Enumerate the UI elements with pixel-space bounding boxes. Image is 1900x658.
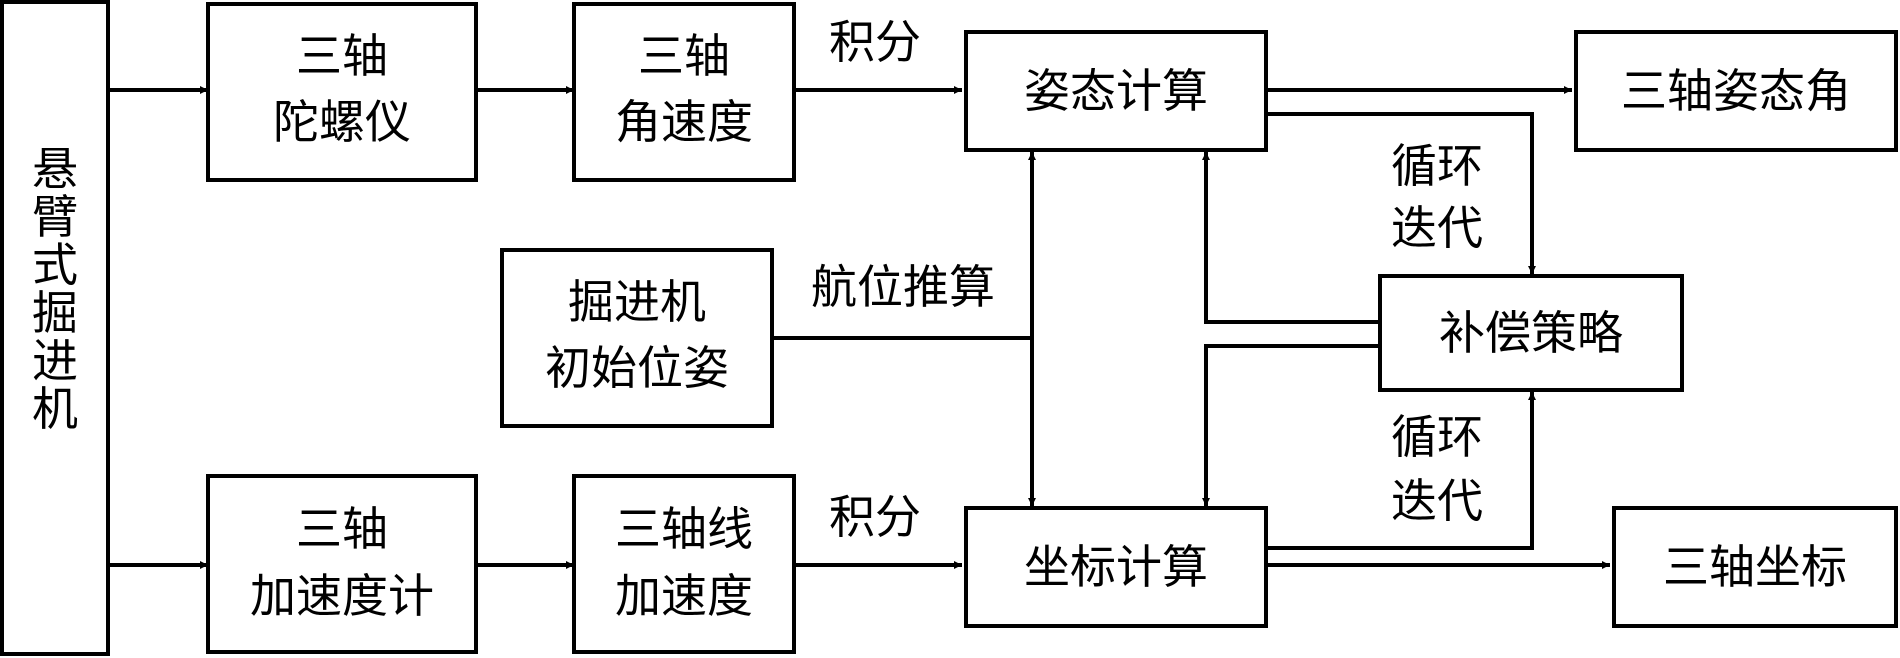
- node-initial-pose-line-2: 初始位姿: [545, 341, 729, 395]
- node-angular-rate-line-2: 角速度: [615, 95, 753, 149]
- node-accelerometer-box: [206, 474, 478, 654]
- node-linear-accel: 三轴线 加速度: [572, 474, 796, 654]
- node-coord-calc-label: 坐标计算: [1024, 540, 1208, 594]
- node-angular-rate-line-1: 三轴: [638, 29, 730, 83]
- node-attitude-angle-box: [1574, 30, 1898, 152]
- node-compensation-label: 补偿策略: [1439, 306, 1623, 360]
- node-linear-accel-box: [572, 474, 796, 654]
- node-machine-char-5: 进: [32, 334, 78, 388]
- node-compensation: 补偿策略: [1378, 274, 1684, 392]
- node-accelerometer-line-2: 加速度计: [250, 569, 434, 623]
- label-integrate-top: 积分: [829, 15, 921, 69]
- node-initial-pose-box: [500, 248, 774, 428]
- node-gyro-line-2: 陀螺仪: [273, 95, 411, 149]
- node-attitude-calc-label: 姿态计算: [1024, 64, 1208, 118]
- node-attitude-calc-box: [964, 30, 1268, 152]
- arrow-compensation-to-attitude: [1202, 152, 1380, 324]
- arrow-compensation-to-coordinate: [1202, 344, 1380, 506]
- node-machine-char-3: 式: [32, 238, 78, 292]
- node-gyro-box: [206, 2, 478, 182]
- node-coord-out-box: [1612, 506, 1898, 628]
- label-loop-iter-bottom-2: 迭代: [1391, 474, 1483, 528]
- node-angular-rate: 三轴 角速度: [572, 2, 796, 182]
- node-gyro: 三轴 陀螺仪: [206, 2, 478, 182]
- node-compensation-box: [1378, 274, 1684, 392]
- label-loop-iter-bottom-1: 循环: [1391, 410, 1483, 464]
- node-linear-accel-line-1: 三轴线: [615, 502, 753, 556]
- node-coord-out-label: 三轴坐标: [1663, 540, 1847, 594]
- edge-labels: 积分 积分 航位推算 循环 迭代 循环 迭代: [811, 15, 1483, 544]
- node-attitude-angle: 三轴姿态角: [1574, 30, 1898, 152]
- node-gyro-line-1: 三轴: [296, 29, 388, 83]
- connectors: [108, 86, 1610, 569]
- label-dead-reckoning: 航位推算: [811, 260, 995, 314]
- node-machine-box: [0, 0, 110, 656]
- node-machine-char-1: 悬: [32, 142, 78, 196]
- label-integrate-bottom: 积分: [829, 490, 921, 544]
- node-machine-char-4: 掘: [32, 286, 78, 340]
- node-machine-char-2: 臂: [32, 190, 78, 244]
- node-coord-calc-box: [964, 506, 1268, 628]
- node-accelerometer: 三轴 加速度计: [206, 474, 478, 654]
- node-machine: 悬 臂 式 掘 进 机: [0, 0, 110, 656]
- arrow-attitude-to-compensation: [1266, 112, 1536, 274]
- label-loop-iter-top-1: 循环: [1391, 139, 1483, 193]
- node-coord-calc: 坐标计算: [964, 506, 1268, 628]
- node-machine-char-6: 机: [32, 382, 78, 436]
- node-coord-out: 三轴坐标: [1612, 506, 1898, 628]
- node-accelerometer-line-1: 三轴: [296, 502, 388, 556]
- label-loop-iter-top-2: 迭代: [1391, 201, 1483, 255]
- node-angular-rate-box: [572, 2, 796, 182]
- node-attitude-calc: 姿态计算: [964, 30, 1268, 152]
- node-initial-pose: 掘进机 初始位姿: [500, 248, 774, 428]
- arrow-coordinate-to-compensation: [1266, 392, 1536, 550]
- node-attitude-angle-label: 三轴姿态角: [1621, 64, 1851, 118]
- node-linear-accel-line-2: 加速度: [615, 569, 753, 623]
- node-initial-pose-line-1: 掘进机: [568, 275, 706, 329]
